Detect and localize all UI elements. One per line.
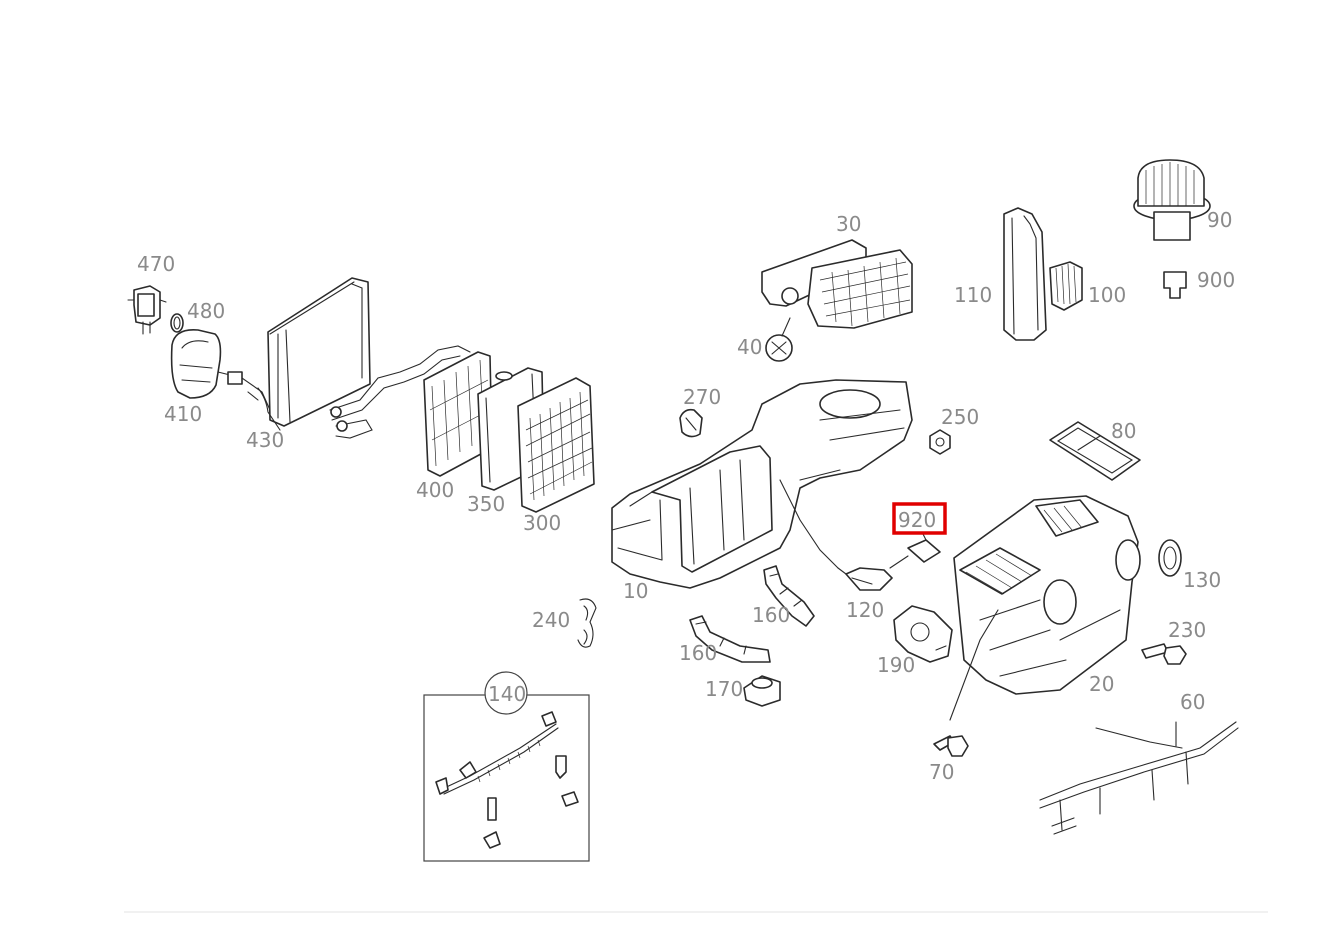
label-480[interactable]: 480 bbox=[187, 299, 225, 323]
part-90-blower-motor[interactable] bbox=[1133, 159, 1211, 241]
label-70[interactable]: 70 bbox=[929, 760, 954, 784]
part-100-blower-resistor[interactable] bbox=[1049, 261, 1083, 311]
selected-part-highlight bbox=[892, 502, 947, 535]
label-30[interactable]: 30 bbox=[836, 212, 861, 236]
part-300-evaporator[interactable] bbox=[517, 377, 595, 513]
part-900-connector[interactable] bbox=[1163, 271, 1187, 299]
label-430[interactable]: 430 bbox=[246, 428, 284, 452]
part-40-servo-motor[interactable] bbox=[765, 317, 793, 362]
label-80[interactable]: 80 bbox=[1111, 419, 1136, 443]
part-70-screw[interactable] bbox=[933, 609, 999, 757]
part-190-actuator[interactable] bbox=[893, 605, 953, 663]
part-270-grommet[interactable] bbox=[679, 408, 703, 438]
label-170[interactable]: 170 bbox=[705, 677, 743, 701]
part-30-air-distribution-unit[interactable] bbox=[761, 239, 913, 329]
label-470[interactable]: 470 bbox=[137, 252, 175, 276]
label-60[interactable]: 60 bbox=[1180, 690, 1205, 714]
part-130-seal-ring[interactable] bbox=[1158, 539, 1182, 577]
part-160-drain-hose-upper[interactable] bbox=[763, 565, 815, 627]
part-10-housing-lower[interactable] bbox=[611, 379, 913, 589]
part-140-inset[interactable] bbox=[423, 671, 590, 862]
label-400[interactable]: 400 bbox=[416, 478, 454, 502]
label-20[interactable]: 20 bbox=[1089, 672, 1114, 696]
part-230-screw[interactable] bbox=[1141, 643, 1187, 665]
label-160-upper[interactable]: 160 bbox=[752, 603, 790, 627]
label-410[interactable]: 410 bbox=[164, 402, 202, 426]
label-300[interactable]: 300 bbox=[523, 511, 561, 535]
part-20-housing-upper[interactable] bbox=[953, 495, 1141, 695]
part-480-seal-ring[interactable] bbox=[170, 313, 184, 333]
label-250[interactable]: 250 bbox=[941, 405, 979, 429]
part-240-clip[interactable] bbox=[577, 598, 597, 648]
label-110[interactable]: 110 bbox=[954, 283, 992, 307]
part-80-seal[interactable] bbox=[1049, 421, 1141, 481]
label-920[interactable]: 920 bbox=[898, 508, 936, 532]
label-140[interactable]: 140 bbox=[488, 682, 526, 706]
label-90[interactable]: 90 bbox=[1207, 208, 1232, 232]
label-900[interactable]: 900 bbox=[1197, 268, 1235, 292]
label-270[interactable]: 270 bbox=[683, 385, 721, 409]
part-470-expansion-valve[interactable] bbox=[127, 285, 167, 335]
label-40[interactable]: 40 bbox=[737, 335, 762, 359]
part-110-cabin-filter[interactable] bbox=[1003, 207, 1047, 341]
part-60-wiring-harness[interactable] bbox=[1039, 721, 1239, 835]
part-920-sensor[interactable] bbox=[889, 539, 941, 569]
label-230[interactable]: 230 bbox=[1168, 618, 1206, 642]
part-430-heater-core[interactable] bbox=[247, 277, 371, 431]
label-190[interactable]: 190 bbox=[877, 653, 915, 677]
label-240[interactable]: 240 bbox=[532, 608, 570, 632]
label-120[interactable]: 120 bbox=[846, 598, 884, 622]
label-350[interactable]: 350 bbox=[467, 492, 505, 516]
label-100[interactable]: 100 bbox=[1088, 283, 1126, 307]
label-130[interactable]: 130 bbox=[1183, 568, 1221, 592]
label-160-lower[interactable]: 160 bbox=[679, 641, 717, 665]
part-250-grommet[interactable] bbox=[929, 429, 951, 455]
part-170-drain-valve[interactable] bbox=[743, 675, 781, 707]
heater-core-pipes bbox=[329, 345, 471, 439]
part-120-temperature-sensor[interactable] bbox=[837, 567, 893, 591]
part-160-drain-hose-lower[interactable] bbox=[689, 615, 771, 663]
label-10[interactable]: 10 bbox=[623, 579, 648, 603]
part-410-insulation-cover[interactable] bbox=[170, 328, 283, 421]
